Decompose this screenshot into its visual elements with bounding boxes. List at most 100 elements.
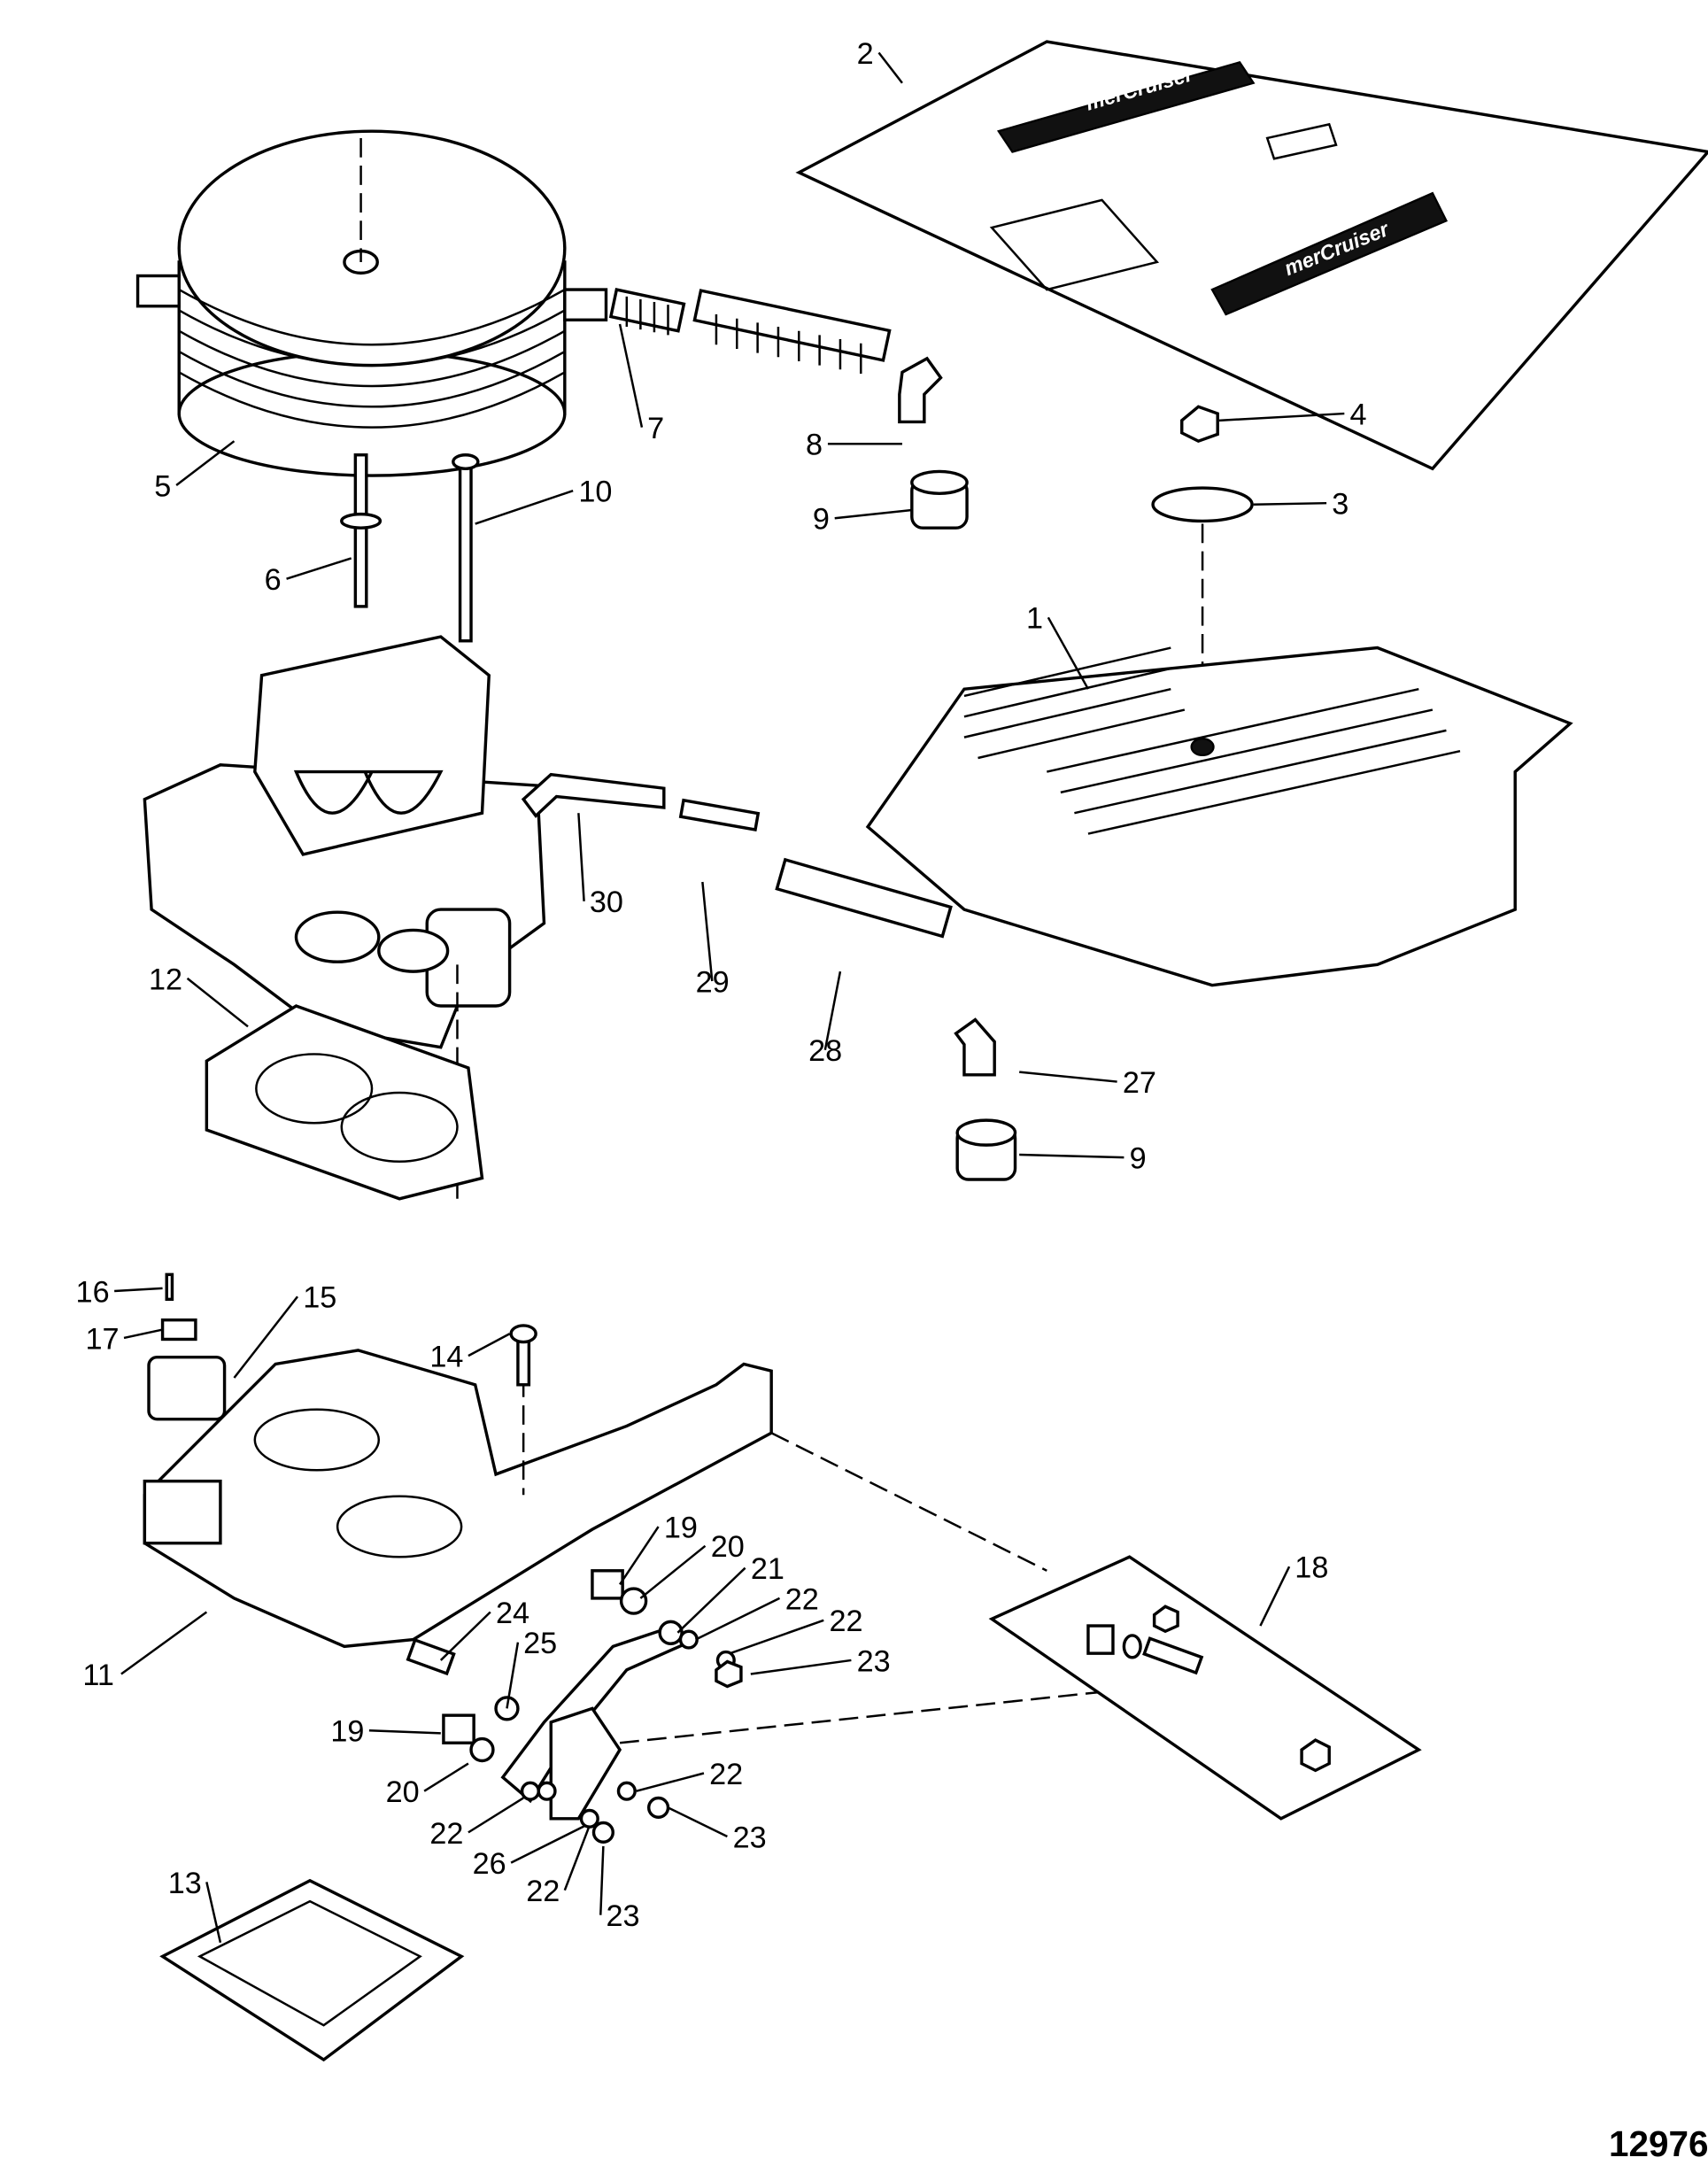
- leader-line: [676, 1566, 746, 1634]
- leader-line: [577, 813, 585, 901]
- decorative-cover: merCruiser merCruiser: [795, 40, 1708, 471]
- callout-22: 22: [709, 1758, 743, 1791]
- leader-line: [1019, 1153, 1124, 1159]
- callout-28: 28: [808, 1034, 842, 1068]
- hose: [775, 857, 953, 939]
- callout-8: 8: [806, 429, 823, 462]
- leader-line: [423, 1762, 469, 1792]
- callout-23: 23: [733, 1821, 767, 1854]
- screw: [516, 1334, 531, 1387]
- leader-line: [1253, 501, 1327, 506]
- leader-line: [834, 508, 912, 520]
- leader-line: [233, 1295, 299, 1379]
- leader-line: [730, 1619, 824, 1655]
- leader-line: [823, 971, 842, 1051]
- callout-22: 22: [829, 1605, 862, 1638]
- callout-16: 16: [76, 1275, 110, 1309]
- clip: [160, 1318, 197, 1342]
- small-screw: [165, 1272, 174, 1302]
- leader-line: [1047, 616, 1090, 690]
- vent-hose: [521, 772, 666, 818]
- breather-hoses: [608, 288, 892, 374]
- leader-line: [619, 1526, 660, 1586]
- callout-22: 22: [429, 1817, 463, 1851]
- callout-9: 9: [1130, 1142, 1147, 1176]
- callout-25: 25: [523, 1627, 557, 1660]
- callout-24: 24: [496, 1597, 529, 1630]
- callout-5: 5: [154, 469, 171, 503]
- callout-4: 4: [1350, 398, 1367, 432]
- callout-12: 12: [149, 963, 182, 996]
- callout-11: 11: [82, 1659, 114, 1692]
- round-filter-housing: [135, 129, 608, 477]
- base-gasket: [159, 1878, 465, 2062]
- callout-14: 14: [429, 1341, 463, 1374]
- leader-line: [510, 1824, 586, 1864]
- callout-7: 7: [647, 412, 664, 445]
- callout-20: 20: [386, 1775, 420, 1809]
- callout-3: 3: [1332, 488, 1349, 522]
- grommet: [955, 1118, 1017, 1181]
- callout-20: 20: [711, 1530, 745, 1564]
- sensor: [147, 1355, 227, 1421]
- leader-line: [701, 881, 714, 982]
- leader-line: [1218, 412, 1345, 422]
- leader-line: [205, 1882, 222, 1944]
- callout-23: 23: [606, 1899, 639, 1933]
- leader-line: [468, 1797, 524, 1834]
- callout-23: 23: [857, 1644, 891, 1678]
- throttle-linkage: [406, 1569, 743, 1844]
- leader-line: [368, 1729, 441, 1735]
- throttle-body: [143, 635, 546, 1049]
- leader-line: [639, 1544, 707, 1599]
- figure-number: 12976: [1609, 2123, 1708, 2164]
- leader-line: [506, 1642, 520, 1709]
- nut: [1180, 405, 1219, 444]
- leader-line: [439, 1611, 491, 1661]
- leader-line: [123, 1328, 163, 1340]
- callout-10: 10: [578, 476, 612, 509]
- leader-line: [114, 1287, 163, 1293]
- gasket: [205, 1004, 484, 1201]
- callout-22: 22: [526, 1875, 560, 1908]
- leader-line: [175, 440, 236, 486]
- leader-line: [877, 51, 903, 84]
- leader-line: [667, 1806, 728, 1838]
- callout-30: 30: [590, 885, 623, 919]
- callout-19: 19: [330, 1715, 364, 1749]
- callout-1: 1: [1026, 602, 1043, 636]
- leader-line: [636, 1772, 705, 1792]
- leader-line: [618, 323, 644, 428]
- logo-strip-bottom: [1210, 191, 1449, 316]
- leader-line: [750, 1659, 852, 1675]
- callout-18: 18: [1295, 1551, 1328, 1585]
- callout-17: 17: [85, 1322, 119, 1356]
- leader-line: [599, 1845, 605, 1915]
- callout-26: 26: [473, 1847, 506, 1881]
- callout-29: 29: [696, 965, 730, 999]
- callout-6: 6: [265, 563, 282, 597]
- flame-arrestor: [865, 646, 1573, 987]
- leader-line: [186, 977, 249, 1028]
- leader-line: [1259, 1566, 1291, 1627]
- leader-line: [286, 557, 352, 580]
- elbow-fitting: [954, 1017, 996, 1077]
- washer: [1151, 486, 1254, 523]
- callout-9: 9: [813, 503, 830, 537]
- leader-line: [475, 490, 574, 525]
- leader-line: [563, 1825, 591, 1891]
- logo-strip-top: [996, 61, 1256, 153]
- callout-13: 13: [168, 1867, 202, 1900]
- connector: [678, 798, 761, 832]
- leader-line: [1019, 1071, 1117, 1083]
- callout-27: 27: [1123, 1066, 1156, 1100]
- leader-line: [695, 1597, 781, 1641]
- callout-21: 21: [751, 1552, 784, 1586]
- callout-19: 19: [664, 1511, 698, 1544]
- bolt: [458, 460, 473, 643]
- leader-line: [468, 1333, 511, 1357]
- callout-22: 22: [785, 1582, 819, 1616]
- callout-2: 2: [857, 37, 874, 71]
